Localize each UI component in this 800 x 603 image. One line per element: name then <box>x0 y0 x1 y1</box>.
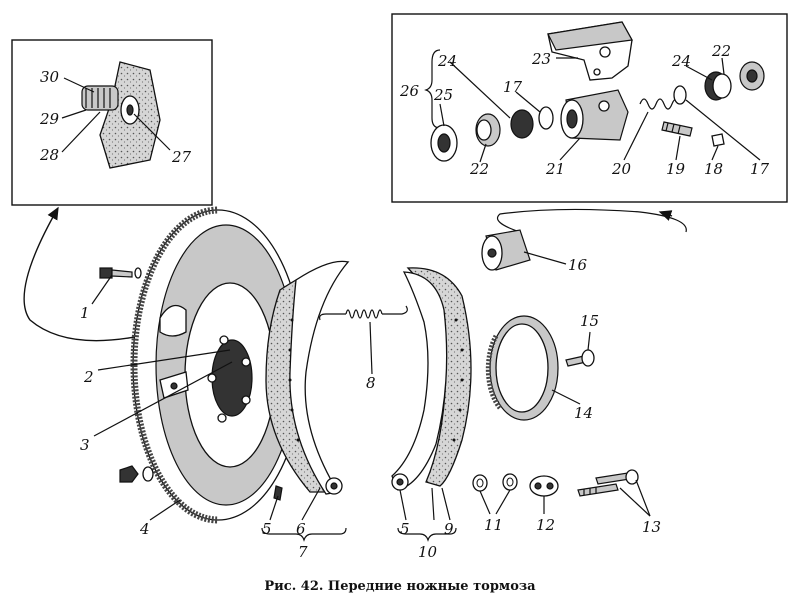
figure-caption: Рис. 42. Передние ножные тормоза <box>264 579 536 594</box>
label-12: 12 <box>536 516 555 534</box>
label-24-left: 24 <box>437 52 457 70</box>
wheel-cylinder-small <box>481 229 531 271</box>
label-4: 4 <box>139 520 150 538</box>
part-labels: 1 2 3 4 5 6 7 8 9 5 10 11 12 13 14 15 16… <box>39 42 770 561</box>
label-3: 3 <box>80 436 90 454</box>
label-24-right: 24 <box>671 52 691 70</box>
anchor-pins <box>577 469 639 497</box>
label-11: 11 <box>484 516 503 534</box>
label-7: 7 <box>298 543 308 561</box>
label-21: 21 <box>545 160 565 178</box>
label-29: 29 <box>39 110 60 128</box>
label-26: 26 <box>399 82 420 100</box>
label-18: 18 <box>704 160 723 178</box>
inset-adjuster-detail <box>11 39 213 206</box>
leader-lines <box>61 57 761 521</box>
label-16: 16 <box>568 256 588 274</box>
label-28: 28 <box>39 146 59 164</box>
left-brake-shoe <box>265 260 350 495</box>
drum-bolt <box>565 349 595 367</box>
label-10: 10 <box>418 543 438 561</box>
label-23: 23 <box>531 50 551 68</box>
label-5-right: 5 <box>400 520 410 538</box>
cylinder-body <box>560 89 629 141</box>
label-22-right: 22 <box>711 42 731 60</box>
label-14: 14 <box>574 404 593 422</box>
right-brake-shoe <box>391 267 472 491</box>
label-6: 6 <box>296 520 306 538</box>
label-5-left: 5 <box>262 520 272 538</box>
label-1: 1 <box>80 304 90 322</box>
label-17-left: 17 <box>503 78 523 96</box>
label-2: 2 <box>83 368 94 386</box>
cylinder-bracket <box>547 21 633 81</box>
eccentric-washer <box>529 475 559 497</box>
label-19: 19 <box>666 160 686 178</box>
label-8: 8 <box>366 374 376 392</box>
inset-wheel-cylinder <box>391 13 788 203</box>
brake-drum-ring <box>485 315 559 421</box>
label-20: 20 <box>611 160 632 178</box>
label-22-left: 22 <box>469 160 489 178</box>
label-17-right: 17 <box>750 160 770 178</box>
label-27: 27 <box>171 148 192 166</box>
label-30: 30 <box>40 68 60 86</box>
return-spring <box>319 305 408 321</box>
backing-plate <box>130 206 304 524</box>
nut-and-washer <box>119 465 154 483</box>
label-9: 9 <box>444 520 454 538</box>
label-25: 25 <box>433 86 453 104</box>
label-15: 15 <box>580 312 599 330</box>
label-13: 13 <box>642 518 661 536</box>
bolt <box>99 267 142 279</box>
adjuster-spring <box>81 85 119 111</box>
